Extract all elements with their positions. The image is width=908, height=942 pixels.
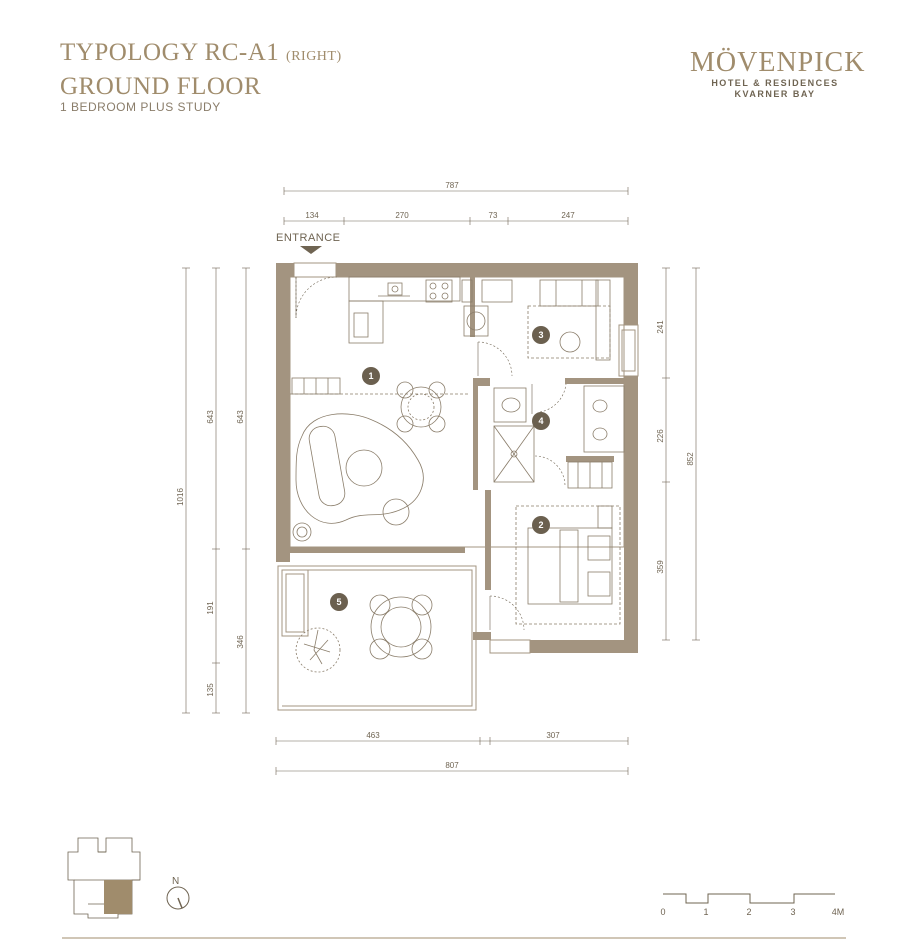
dim-top-4: 247 bbox=[561, 211, 575, 220]
dimensions-bottom: 463 307 807 bbox=[275, 731, 629, 775]
title-side: (RIGHT) bbox=[286, 49, 342, 64]
logo-brand: MÖVENPICK bbox=[690, 47, 866, 78]
dim-left-total: 1016 bbox=[176, 488, 185, 506]
north-compass: N bbox=[166, 876, 190, 910]
dim-bottom-1: 463 bbox=[366, 731, 380, 740]
dim-top-1: 134 bbox=[305, 211, 319, 220]
room-badge-3: 3 bbox=[532, 326, 550, 344]
dim-right-3: 359 bbox=[656, 560, 665, 574]
room-badge-1: 1 bbox=[362, 367, 380, 385]
scale-label-1: 1 bbox=[703, 907, 708, 917]
movenpick-logo: MÖVENPICK HOTEL & RESIDENCES KVARNER BAY bbox=[690, 47, 866, 100]
living-room bbox=[290, 377, 470, 542]
dim-left2-b: 346 bbox=[236, 635, 245, 649]
scale-label-3: 3 bbox=[790, 907, 795, 917]
scale-label-4: 4M bbox=[832, 907, 845, 917]
svg-text:3: 3 bbox=[538, 330, 543, 340]
plan-title: TYPOLOGY RC-A1 (RIGHT) GROUND FLOOR bbox=[60, 38, 342, 102]
svg-text:4: 4 bbox=[538, 416, 543, 426]
dim-right-total: 852 bbox=[686, 452, 695, 466]
plan-subtitle: 1 BEDROOM PLUS STUDY bbox=[60, 100, 221, 114]
title-line2: GROUND FLOOR bbox=[60, 73, 262, 100]
dim-right-2: 226 bbox=[656, 429, 665, 443]
dim-top-total: 787 bbox=[445, 181, 459, 190]
title-line1: TYPOLOGY RC-A1 bbox=[60, 39, 280, 66]
entrance-label: ENTRANCE bbox=[276, 232, 341, 244]
room-labels: 1 2 3 4 5 bbox=[330, 326, 550, 611]
svg-text:2: 2 bbox=[538, 520, 543, 530]
kitchen bbox=[348, 276, 513, 344]
entrance-arrow bbox=[300, 246, 322, 254]
svg-text:1: 1 bbox=[368, 371, 373, 381]
bathroom bbox=[493, 385, 625, 483]
logo-line2: KVARNER BAY bbox=[734, 89, 816, 99]
dimensions-left: 1016 643 191 135 643 346 bbox=[176, 267, 250, 714]
bedroom bbox=[515, 461, 621, 625]
dim-left2-a: 643 bbox=[236, 410, 245, 424]
dim-left-a: 643 bbox=[206, 410, 215, 424]
walls bbox=[276, 263, 638, 653]
scale-bar: 0 1 2 3 4M bbox=[660, 893, 845, 917]
dim-left-c: 135 bbox=[206, 683, 215, 697]
dim-left-b: 191 bbox=[206, 601, 215, 615]
dim-top-2: 270 bbox=[395, 211, 409, 220]
room-badge-5: 5 bbox=[330, 593, 348, 611]
scale-label-2: 2 bbox=[746, 907, 751, 917]
dim-bottom-total: 807 bbox=[445, 761, 459, 770]
doors bbox=[295, 276, 567, 631]
dim-top-3: 73 bbox=[489, 211, 498, 220]
terrace bbox=[295, 594, 433, 673]
study bbox=[527, 279, 611, 361]
dim-bottom-2: 307 bbox=[546, 731, 560, 740]
scale-label-0: 0 bbox=[660, 907, 665, 917]
logo-line1: HOTEL & RESIDENCES bbox=[711, 78, 839, 88]
dimensions-top: 787 134 270 73 247 bbox=[283, 181, 629, 225]
room-badge-4: 4 bbox=[532, 412, 550, 430]
svg-text:5: 5 bbox=[336, 597, 341, 607]
compass-label: N bbox=[172, 876, 179, 887]
dimensions-right: 241 226 359 852 bbox=[656, 267, 700, 641]
room-badge-2: 2 bbox=[532, 516, 550, 534]
dim-right-1: 241 bbox=[656, 320, 665, 334]
key-plan bbox=[67, 837, 141, 919]
